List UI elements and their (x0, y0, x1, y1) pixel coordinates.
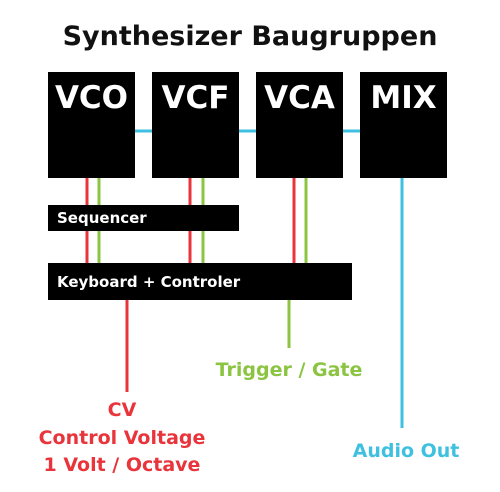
module-mix-label: MIX (370, 80, 436, 116)
control-voltage-label: Control Voltage (39, 427, 206, 449)
module-vcf-label: VCF (162, 80, 230, 116)
volt-per-octave-label: 1 Volt / Octave (44, 454, 201, 476)
keyboard-label: Keyboard + Controler (57, 273, 241, 291)
trigger-gate-label: Trigger / Gate (216, 359, 363, 381)
module-vca: VCA (256, 72, 343, 178)
diagram-title: Synthesizer Baugruppen (63, 21, 438, 52)
sequencer-bar: Sequencer (48, 205, 239, 231)
module-mix: MIX (360, 72, 447, 178)
audio-out-label: Audio Out (353, 440, 460, 462)
module-vco-label: VCO (55, 80, 128, 116)
sequencer-label: Sequencer (57, 209, 147, 227)
module-vco: VCO (48, 72, 135, 178)
keyboard-bar: Keyboard + Controler (48, 263, 352, 300)
module-vca-label: VCA (264, 80, 335, 116)
module-vcf: VCF (152, 72, 239, 178)
cv-label: CV (108, 399, 137, 421)
